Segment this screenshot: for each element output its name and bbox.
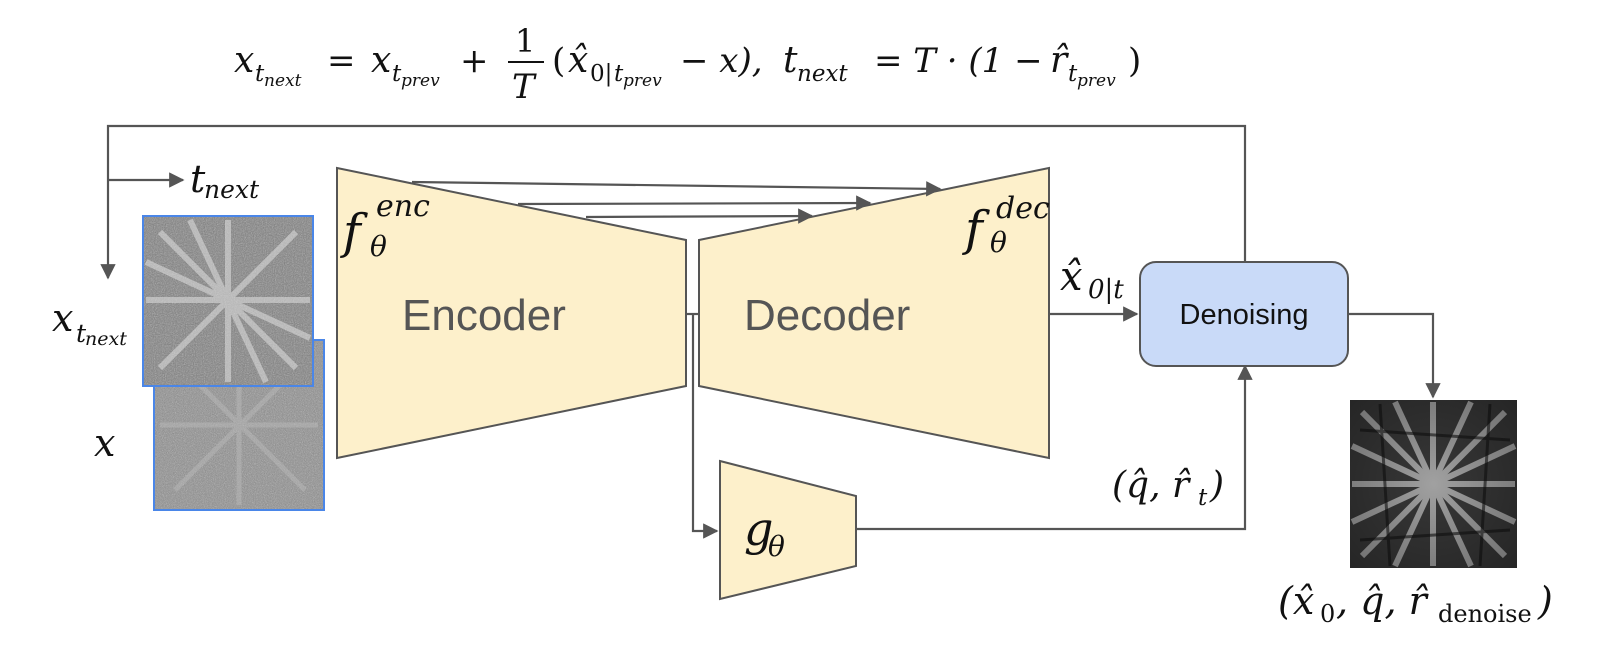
f-enc-sup: enc — [376, 189, 430, 224]
g-to-denoise-arrow — [856, 364, 1253, 531]
label-q-r-sub: t — [1198, 485, 1208, 511]
label-x0t-sub: 0|t — [1088, 275, 1124, 305]
skip-arrow-1 — [411, 180, 942, 197]
output-label-sub: denoise — [1438, 600, 1532, 628]
output-vignette — [1350, 400, 1517, 568]
label-q-r: (q̂, r̂ — [1112, 465, 1191, 506]
formula-frac-den: T — [512, 67, 537, 107]
formula-plus: + — [460, 41, 489, 81]
g-theta-sub: θ — [768, 530, 785, 563]
f-enc-sub: θ — [370, 230, 387, 263]
label-x0t: x̂ — [1060, 254, 1083, 300]
skip-connections — [411, 180, 942, 224]
label-x-t-next-sub: t — [76, 319, 87, 348]
formula-subsub-next: next — [264, 71, 302, 91]
output-label-open: (x̂ — [1278, 579, 1314, 623]
input-xt-bands — [144, 218, 312, 384]
formula-sub-t: t — [255, 61, 265, 87]
label-t-next-sub: next — [204, 175, 260, 204]
label-x: x — [94, 421, 115, 465]
denoising-label: Denoising — [1180, 299, 1309, 331]
input-xt-pattern — [142, 215, 314, 387]
decoder-label: Decoder — [744, 291, 910, 340]
formula-xhat: x̂ — [568, 40, 588, 81]
formula-sub0-prev: prev — [623, 71, 662, 91]
output-label-close: ) — [1537, 579, 1553, 623]
label-q-r-close: ) — [1209, 465, 1224, 506]
formula-sub0-t: t — [614, 61, 624, 87]
formula-t-next: t — [783, 40, 798, 81]
label-x-t-next-subsub: next — [85, 328, 127, 350]
formula-x-prev: x — [371, 40, 391, 81]
denoise-to-output-arrow — [1348, 312, 1441, 399]
label-x-t-next: x — [52, 296, 73, 340]
bottleneck-to-g-arrow — [691, 314, 719, 539]
f-dec-sub: θ — [990, 226, 1007, 259]
formula-frac-num: 1 — [515, 22, 535, 60]
formula-sub0: 0| — [590, 61, 612, 87]
g-theta-label: g — [744, 502, 773, 556]
g-theta-block — [719, 459, 857, 601]
update-formula: x t next = x t prev + 1 T ( x̂ 0| t prev… — [234, 22, 1141, 107]
skip-arrow-3 — [585, 208, 814, 224]
formula-close: ) — [1128, 41, 1141, 81]
formula-r-sub: t — [1068, 61, 1078, 87]
output-label-sub0: 0 — [1320, 600, 1335, 628]
output-pattern — [1350, 400, 1517, 568]
encoder-block — [336, 166, 687, 460]
formula-subsub-prev: prev — [401, 71, 440, 91]
formula-x: x — [234, 40, 254, 81]
formula-paren-open: ( — [552, 41, 565, 81]
formula-eq: = — [327, 41, 356, 81]
label-t-next: t — [190, 157, 206, 201]
input-xt-border — [142, 215, 314, 387]
encoder-label: Encoder — [402, 291, 566, 340]
output-label-mid: , q̂, r̂ — [1336, 579, 1430, 623]
skip-arrow-2 — [517, 195, 872, 211]
formula-eq2: = T · (1 − — [874, 41, 1043, 81]
f-dec-sup: dec — [996, 191, 1050, 226]
formula-t-next-sub: next — [797, 61, 848, 87]
feedback-arrow — [100, 124, 1247, 280]
feedback-loop: t next — [100, 124, 1247, 280]
formula-sub-t-prev: t — [392, 61, 402, 87]
formula-rhat: r̂ — [1050, 40, 1069, 81]
formula-minus-x: − x), — [680, 41, 763, 81]
formula-r-subsub: prev — [1077, 71, 1116, 91]
